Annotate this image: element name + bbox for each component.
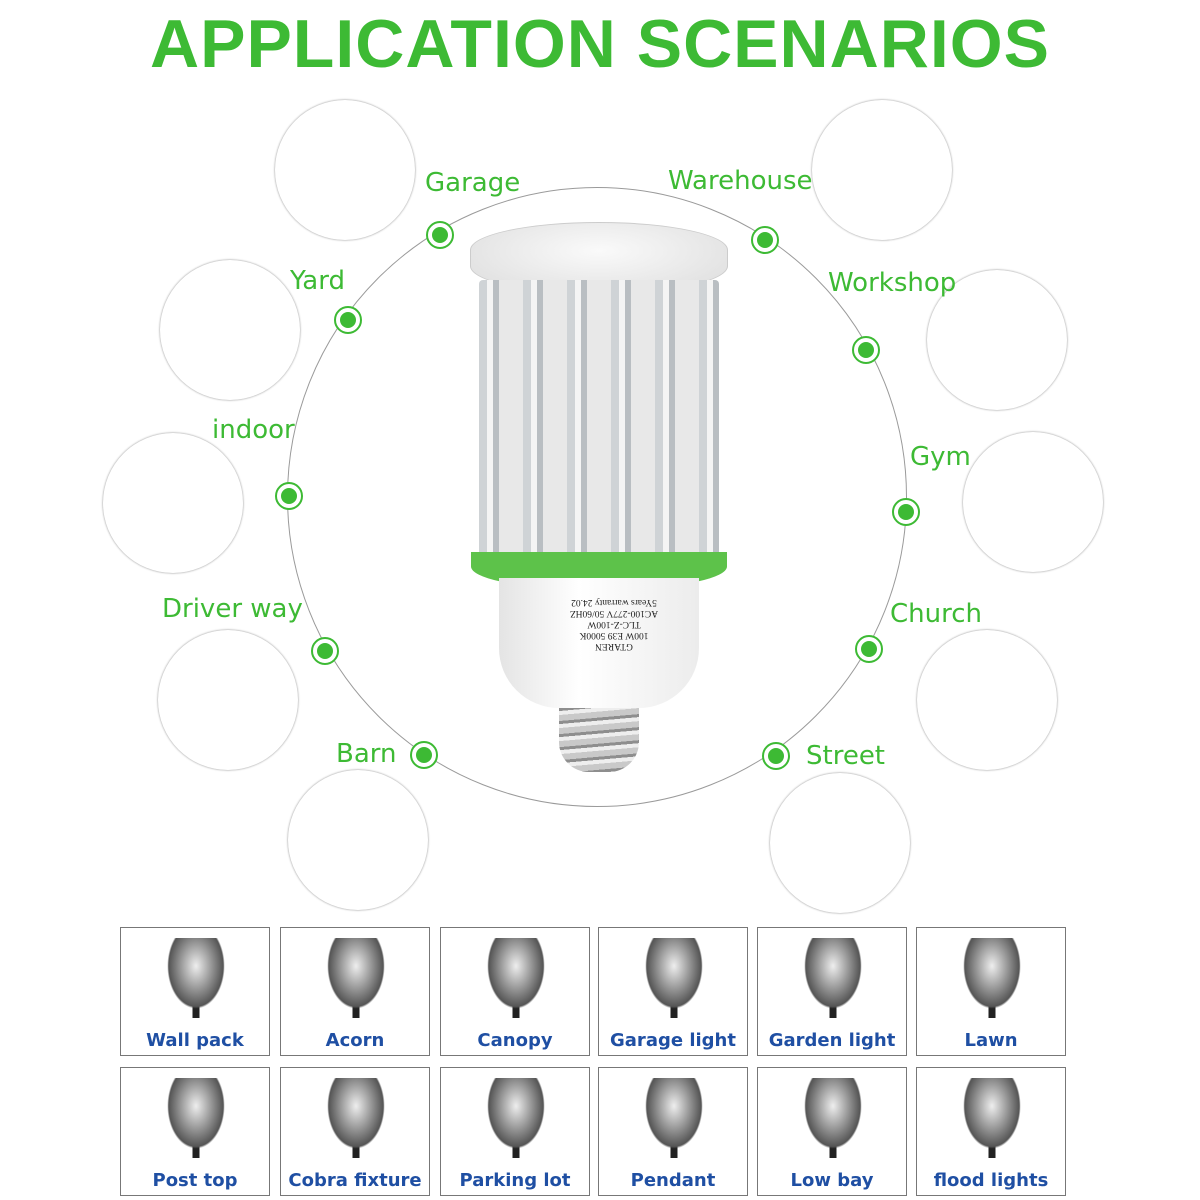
scenario-photo-driver-way xyxy=(158,630,298,770)
scenario-marker-dot xyxy=(275,482,303,510)
spec-line: 5Years warranty 24.02 xyxy=(571,597,657,607)
scenario-marker-dot xyxy=(762,742,790,770)
scenario-photo-church xyxy=(917,630,1057,770)
scenario-label: Gym xyxy=(910,442,971,472)
fixture-label: Acorn xyxy=(325,1030,385,1051)
fixture-label: Post top xyxy=(152,1170,238,1191)
fixture-label: Pendant xyxy=(630,1170,716,1191)
scenario-photo-street xyxy=(770,773,910,913)
bulb-spec-text: GTAREN 100W E39 5000K TLC-Z-100W AC100-2… xyxy=(559,596,669,651)
fixture-label: Garden light xyxy=(768,1030,896,1051)
page-title: APPLICATION SCENARIOS xyxy=(149,6,1051,82)
scenario-label: Street xyxy=(806,741,886,771)
scenario-label: Church xyxy=(890,599,983,629)
scenario-marker-dot xyxy=(334,306,362,334)
fixture-wall-pack: Wall pack xyxy=(120,927,270,1056)
spec-line: 100W E39 5000K xyxy=(579,630,649,640)
fixture-garage-light: Garage light xyxy=(598,927,748,1056)
bulb-base: GTAREN 100W E39 5000K TLC-Z-100W AC100-2… xyxy=(499,578,699,708)
scenario-label: indoor xyxy=(212,415,295,445)
fixture-flood-lights: flood lights xyxy=(916,1067,1066,1196)
fixture-image-icon xyxy=(798,1078,868,1158)
scenario-photo-barn xyxy=(288,770,428,910)
scenario-photo-indoor xyxy=(103,433,243,573)
fixture-label: Low bay xyxy=(790,1170,874,1191)
bulb-screw-base xyxy=(559,702,639,772)
fixture-image-icon xyxy=(957,1078,1027,1158)
fixture-pendant: Pendant xyxy=(598,1067,748,1196)
fixture-image-icon xyxy=(481,938,551,1018)
fixture-image-icon xyxy=(161,1078,231,1158)
fixture-lawn: Lawn xyxy=(916,927,1066,1056)
bulb-led-body xyxy=(479,280,719,560)
spec-line: GTAREN xyxy=(595,641,633,651)
scenario-photo-warehouse xyxy=(812,100,952,240)
scenario-label: Yard xyxy=(290,266,345,296)
fixture-label: flood lights xyxy=(933,1170,1049,1191)
scenario-photo-garage xyxy=(275,100,415,240)
spec-line: AC100-277V 50/60HZ xyxy=(569,608,659,618)
corn-led-bulb: GTAREN 100W E39 5000K TLC-Z-100W AC100-2… xyxy=(470,222,728,772)
fixture-low-bay: Low bay xyxy=(757,1067,907,1196)
scenario-label: Driver way xyxy=(162,594,303,624)
scenario-marker-dot xyxy=(852,336,880,364)
fixture-garden-light: Garden light xyxy=(757,927,907,1056)
fixture-canopy: Canopy xyxy=(440,927,590,1056)
fixture-label: Canopy xyxy=(477,1030,553,1051)
spec-line: TLC-Z-100W xyxy=(587,619,641,629)
scenario-label: Warehouse xyxy=(668,166,813,196)
fixture-post-top: Post top xyxy=(120,1067,270,1196)
scenario-marker-dot xyxy=(311,637,339,665)
fixture-label: Parking lot xyxy=(459,1170,571,1191)
scenario-marker-dot xyxy=(751,226,779,254)
scenario-marker-dot xyxy=(855,635,883,663)
fixture-image-icon xyxy=(639,1078,709,1158)
fixture-label: Cobra fixture xyxy=(288,1170,422,1191)
scenario-photo-gym xyxy=(963,432,1103,572)
fixture-image-icon xyxy=(321,938,391,1018)
fixture-image-icon xyxy=(639,938,709,1018)
scenario-marker-dot xyxy=(410,741,438,769)
fixture-cobra-fixture: Cobra fixture xyxy=(280,1067,430,1196)
fixture-label: Garage light xyxy=(610,1030,736,1051)
fixture-image-icon xyxy=(798,938,868,1018)
scenario-photo-yard xyxy=(160,260,300,400)
fixture-image-icon xyxy=(481,1078,551,1158)
scenario-label: Barn xyxy=(336,739,397,769)
scenario-label: Garage xyxy=(425,168,521,198)
scenario-label: Workshop xyxy=(828,268,957,298)
fixture-parking-lot: Parking lot xyxy=(440,1067,590,1196)
fixture-image-icon xyxy=(161,938,231,1018)
fixture-label: Wall pack xyxy=(146,1030,244,1051)
fixture-image-icon xyxy=(957,938,1027,1018)
fixture-image-icon xyxy=(321,1078,391,1158)
scenario-marker-dot xyxy=(892,498,920,526)
fixture-acorn: Acorn xyxy=(280,927,430,1056)
fixture-label: Lawn xyxy=(964,1030,1018,1051)
scenario-marker-dot xyxy=(426,221,454,249)
